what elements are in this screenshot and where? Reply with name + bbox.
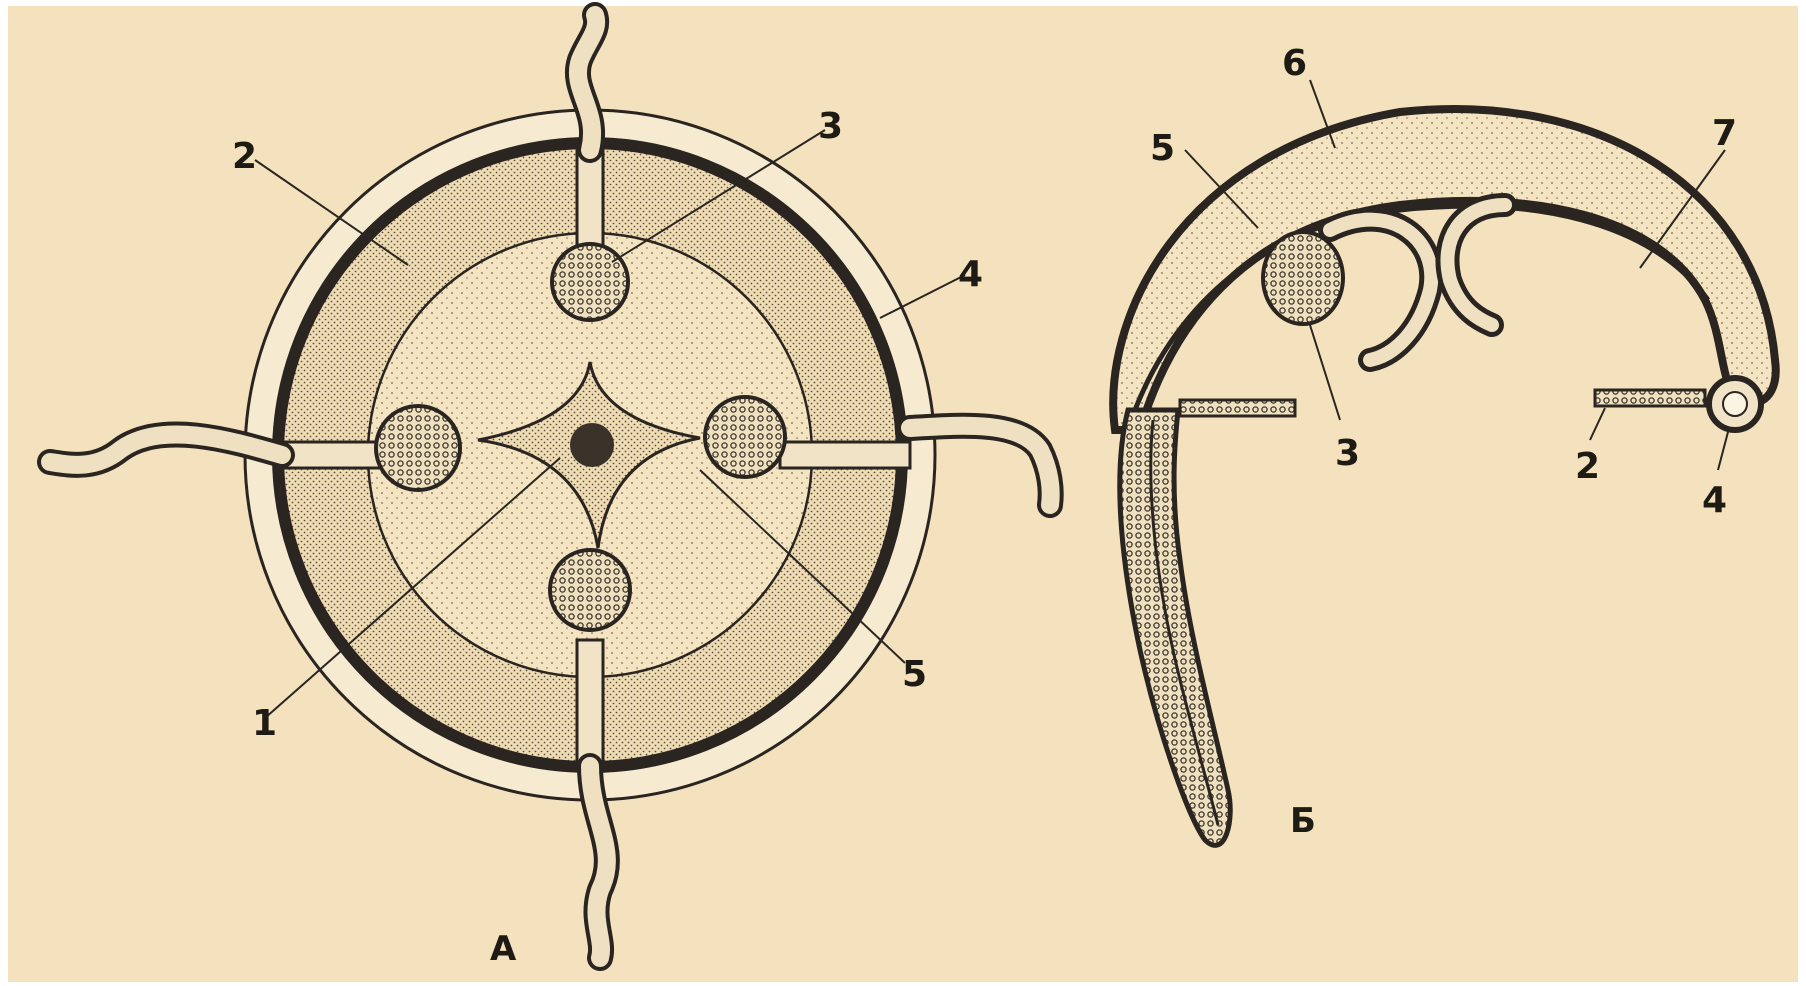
panel-a-callout-3: 3 <box>818 106 843 147</box>
gonad-left <box>376 406 460 490</box>
tentacle-base <box>1595 390 1705 406</box>
panel-a-callout-4: 4 <box>958 254 983 295</box>
gonad-bottom <box>550 550 630 630</box>
panel-a-callout-2: 2 <box>232 136 257 177</box>
velum-stub <box>1180 400 1295 416</box>
panel-b-callout-6: 6 <box>1282 43 1307 84</box>
panel-a-label: А <box>490 929 517 969</box>
panel-b-gonad <box>1263 232 1343 324</box>
panel-b-callout-2: 2 <box>1575 446 1600 487</box>
panel-b-callout-5: 5 <box>1150 128 1175 169</box>
gonad-right <box>705 397 785 477</box>
mouth-center <box>570 423 614 467</box>
panel-b-label: Б <box>1290 801 1316 841</box>
panel-b-callout-3: 3 <box>1335 433 1360 474</box>
panel-a-callout-5: 5 <box>902 654 927 695</box>
gonad-top <box>552 244 628 320</box>
panel-b-callout-4: 4 <box>1702 480 1727 521</box>
panel-a-callout-1: 1 <box>252 703 277 744</box>
panel-b-callout-7: 7 <box>1712 113 1737 154</box>
